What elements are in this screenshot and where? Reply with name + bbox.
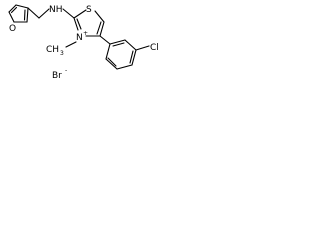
bond-n3-c2 bbox=[73, 17, 79, 31]
bond-furan-double-2 bbox=[23, 9, 26, 21]
furan-oxygen-label: O bbox=[9, 24, 16, 34]
methyl-subscript: 3 bbox=[60, 50, 64, 57]
bond-n3-c2-double bbox=[76, 18, 82, 30]
methyl-label: CH bbox=[46, 45, 59, 55]
bond-furan-ch2 bbox=[27, 7, 40, 19]
chlorine-label: Cl bbox=[150, 43, 159, 53]
bond-c2-s bbox=[73, 9, 87, 19]
bond-ph-1 bbox=[109, 39, 126, 45]
bond-ph-6 bbox=[105, 43, 111, 60]
ring-nitrogen-charge: + bbox=[83, 30, 88, 37]
amine-label: NH bbox=[49, 5, 63, 15]
bond-s-c5 bbox=[94, 10, 105, 23]
phenyl-ring bbox=[105, 39, 137, 70]
bond-c5-c4-double bbox=[96, 21, 102, 35]
bond-ch2-nh bbox=[38, 8, 50, 19]
bromide-charge: - bbox=[65, 67, 67, 74]
chemical-structure: O NH S N + CH 3 Cl Br - bbox=[8, 4, 159, 81]
bond-n-methyl bbox=[65, 41, 77, 48]
bond-ph-double-2 bbox=[129, 50, 134, 64]
bond-furan-3 bbox=[26, 7, 29, 23]
bond-ph-double-3 bbox=[107, 57, 117, 67]
bond-furan-1 bbox=[8, 4, 17, 13]
bond-furan-5 bbox=[8, 11, 15, 23]
bromide-label: Br bbox=[52, 71, 62, 81]
thiazolium-ring bbox=[73, 9, 105, 37]
bond-furan-2 bbox=[15, 4, 29, 9]
bond-furan-double-1 bbox=[10, 6, 18, 14]
bond-ph-2 bbox=[124, 39, 137, 51]
bond-c5-c4 bbox=[99, 21, 105, 37]
bond-ph-5 bbox=[105, 58, 118, 70]
bond-ph-cl bbox=[135, 45, 150, 51]
ring-sulfur-label: S bbox=[86, 5, 92, 15]
furan-ring bbox=[8, 4, 29, 23]
bond-c4-phenyl bbox=[99, 35, 111, 45]
bond-nh-c2 bbox=[62, 8, 75, 19]
ring-nitrogen-label: N bbox=[76, 33, 83, 43]
bond-ph-4 bbox=[116, 64, 133, 70]
bond-ph-double-1 bbox=[112, 42, 125, 47]
bond-ph-3 bbox=[131, 49, 137, 66]
